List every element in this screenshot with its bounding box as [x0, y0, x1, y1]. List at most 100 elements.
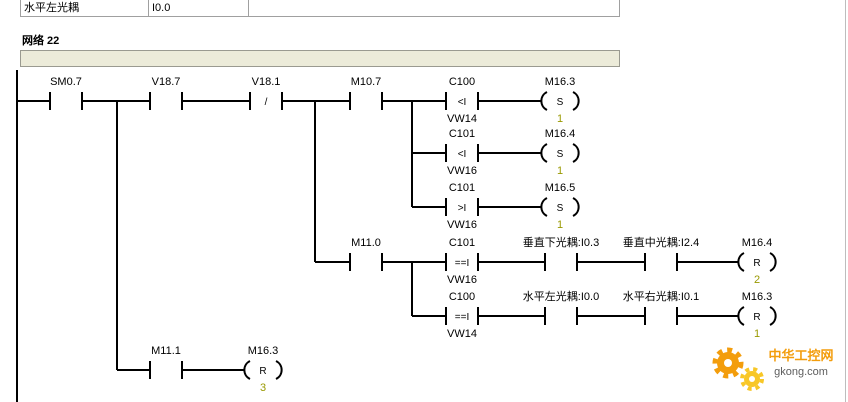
- gkong-watermark-logo: 中华工控网 gkong.com: [712, 347, 835, 391]
- compare-operator[interactable]: ==I: [455, 312, 469, 323]
- contact-symbol[interactable]: [149, 92, 183, 110]
- compare-operand-1[interactable]: C100: [449, 76, 475, 88]
- contact-symbol[interactable]: [349, 92, 383, 110]
- compare-operand-2[interactable]: VW16: [447, 165, 477, 177]
- coil-address[interactable]: M16.5: [545, 182, 576, 194]
- compare-contact-c101-vw16-lt[interactable]: <I C101 VW16: [445, 128, 479, 177]
- coil-symbol[interactable]: [243, 360, 283, 380]
- compare-operand-1[interactable]: C101: [449, 128, 475, 140]
- coil-address[interactable]: M16.4: [742, 237, 773, 249]
- contact-address[interactable]: SM0.7: [50, 76, 82, 88]
- coil-operation[interactable]: R: [259, 366, 266, 377]
- compare-contact-c101-vw16-gt[interactable]: >I C101 VW16: [445, 182, 479, 231]
- compare-contact-symbol[interactable]: [445, 253, 479, 271]
- compare-operator[interactable]: <I: [458, 97, 467, 108]
- coil-count[interactable]: 1: [557, 113, 563, 125]
- set-coil-m16-4[interactable]: S M16.4 1: [540, 128, 580, 177]
- coil-symbol[interactable]: [737, 306, 777, 326]
- contact-address[interactable]: V18.1: [252, 76, 281, 88]
- contact-symbol[interactable]: [349, 253, 383, 271]
- contact-m11-1[interactable]: M11.1: [149, 345, 183, 379]
- compare-contact-symbol[interactable]: [445, 92, 479, 110]
- compare-operand-1[interactable]: C100: [449, 291, 475, 303]
- gear-icon: [712, 347, 744, 379]
- compare-operator[interactable]: >I: [458, 203, 467, 214]
- contact-address[interactable]: M10.7: [351, 76, 382, 88]
- reset-coil-m16-3[interactable]: R M16.3 1: [737, 291, 777, 340]
- contact-m11-0[interactable]: M11.0: [349, 237, 383, 271]
- compare-contact-symbol[interactable]: [445, 144, 479, 162]
- gear-icon: [740, 367, 764, 391]
- contact-symbol-label[interactable]: 垂直下光耦:I0.3: [523, 235, 599, 249]
- contact-v18-1-negated[interactable]: / V18.1: [249, 76, 283, 110]
- compare-contact-c101-vw16-eq[interactable]: ==I C101 VW16: [445, 237, 479, 286]
- gear-teeth: [740, 367, 764, 391]
- coil-count[interactable]: 1: [557, 219, 563, 231]
- coil-count[interactable]: 1: [754, 328, 760, 340]
- symbol-name-cell[interactable]: 水平左光耦: [20, 0, 149, 17]
- contact-symbol-label[interactable]: 垂直中光耦:I2.4: [623, 235, 699, 249]
- coil-symbol[interactable]: [540, 197, 580, 217]
- contact-v18-7[interactable]: V18.7: [149, 76, 183, 110]
- contact-vertical-lower-sensor[interactable]: 垂直下光耦:I0.3: [523, 235, 599, 271]
- watermark-brand-name: 中华工控网: [768, 348, 833, 363]
- compare-operand-2[interactable]: VW14: [447, 113, 477, 125]
- contact-symbol-label[interactable]: 水平右光耦:I0.1: [623, 289, 699, 303]
- reset-coil-m16-3-count-3[interactable]: R M16.3 3: [243, 345, 283, 394]
- contact-symbol[interactable]: [644, 307, 678, 325]
- contact-symbol[interactable]: [544, 253, 578, 271]
- compare-contact-c100-vw14[interactable]: <I C100 VW14: [445, 76, 479, 125]
- gear-hole: [749, 376, 755, 382]
- coil-count[interactable]: 1: [557, 165, 563, 177]
- compare-operand-1[interactable]: C101: [449, 237, 475, 249]
- symbol-comment-cell[interactable]: [248, 0, 620, 17]
- contact-horizontal-left-sensor[interactable]: 水平左光耦:I0.0: [523, 289, 599, 325]
- coil-operation[interactable]: S: [557, 149, 564, 160]
- compare-operand-1[interactable]: C101: [449, 182, 475, 194]
- compare-operand-2[interactable]: VW14: [447, 328, 477, 340]
- compare-operator[interactable]: ==I: [455, 258, 469, 269]
- compare-operator[interactable]: <I: [458, 149, 467, 160]
- contact-address[interactable]: V18.7: [152, 76, 181, 88]
- contact-symbol[interactable]: [49, 92, 83, 110]
- contact-symbol[interactable]: [249, 92, 283, 110]
- watermark-domain: gkong.com: [774, 366, 828, 378]
- contact-vertical-middle-sensor[interactable]: 垂直中光耦:I2.4: [623, 235, 699, 271]
- coil-address[interactable]: M16.3: [248, 345, 279, 357]
- network-title: 网络 22: [22, 35, 60, 47]
- contact-symbol-label[interactable]: 水平左光耦:I0.0: [523, 289, 599, 303]
- contact-symbol[interactable]: [644, 253, 678, 271]
- coil-operation[interactable]: S: [557, 97, 564, 108]
- reset-coil-m16-4[interactable]: R M16.4 2: [737, 237, 777, 286]
- contact-m10-7[interactable]: M10.7: [349, 76, 383, 110]
- compare-operand-2[interactable]: VW16: [447, 219, 477, 231]
- coil-operation[interactable]: R: [753, 258, 760, 269]
- coil-address[interactable]: M16.3: [742, 291, 773, 303]
- contact-symbol[interactable]: [544, 307, 578, 325]
- contact-address[interactable]: M11.1: [151, 345, 181, 357]
- contact-sm0-7[interactable]: SM0.7: [49, 76, 83, 110]
- compare-contact-symbol[interactable]: [445, 307, 479, 325]
- compare-contact-symbol[interactable]: [445, 198, 479, 216]
- coil-operation[interactable]: R: [753, 312, 760, 323]
- coil-address[interactable]: M16.3: [545, 76, 576, 88]
- coil-symbol[interactable]: [540, 143, 580, 163]
- coil-symbol[interactable]: [737, 252, 777, 272]
- symbol-table-row: 水平左光耦 I0.0: [20, 0, 620, 17]
- set-coil-m16-5[interactable]: S M16.5 1: [540, 182, 580, 231]
- gear-hole: [724, 359, 732, 367]
- coil-count[interactable]: 3: [260, 382, 266, 394]
- contact-horizontal-right-sensor[interactable]: 水平右光耦:I0.1: [623, 289, 699, 325]
- contact-symbol[interactable]: [149, 361, 183, 379]
- compare-contact-c100-vw14-eq[interactable]: ==I C100 VW14: [445, 291, 479, 340]
- coil-address[interactable]: M16.4: [545, 128, 576, 140]
- coil-count[interactable]: 2: [754, 274, 760, 286]
- coil-symbol[interactable]: [540, 91, 580, 111]
- set-coil-m16-3[interactable]: S M16.3 1: [540, 76, 580, 125]
- coil-operation[interactable]: S: [557, 203, 564, 214]
- compare-operand-2[interactable]: VW16: [447, 274, 477, 286]
- network-comment-field[interactable]: [20, 50, 620, 67]
- negation-slash[interactable]: /: [265, 97, 268, 108]
- contact-address[interactable]: M11.0: [351, 237, 381, 249]
